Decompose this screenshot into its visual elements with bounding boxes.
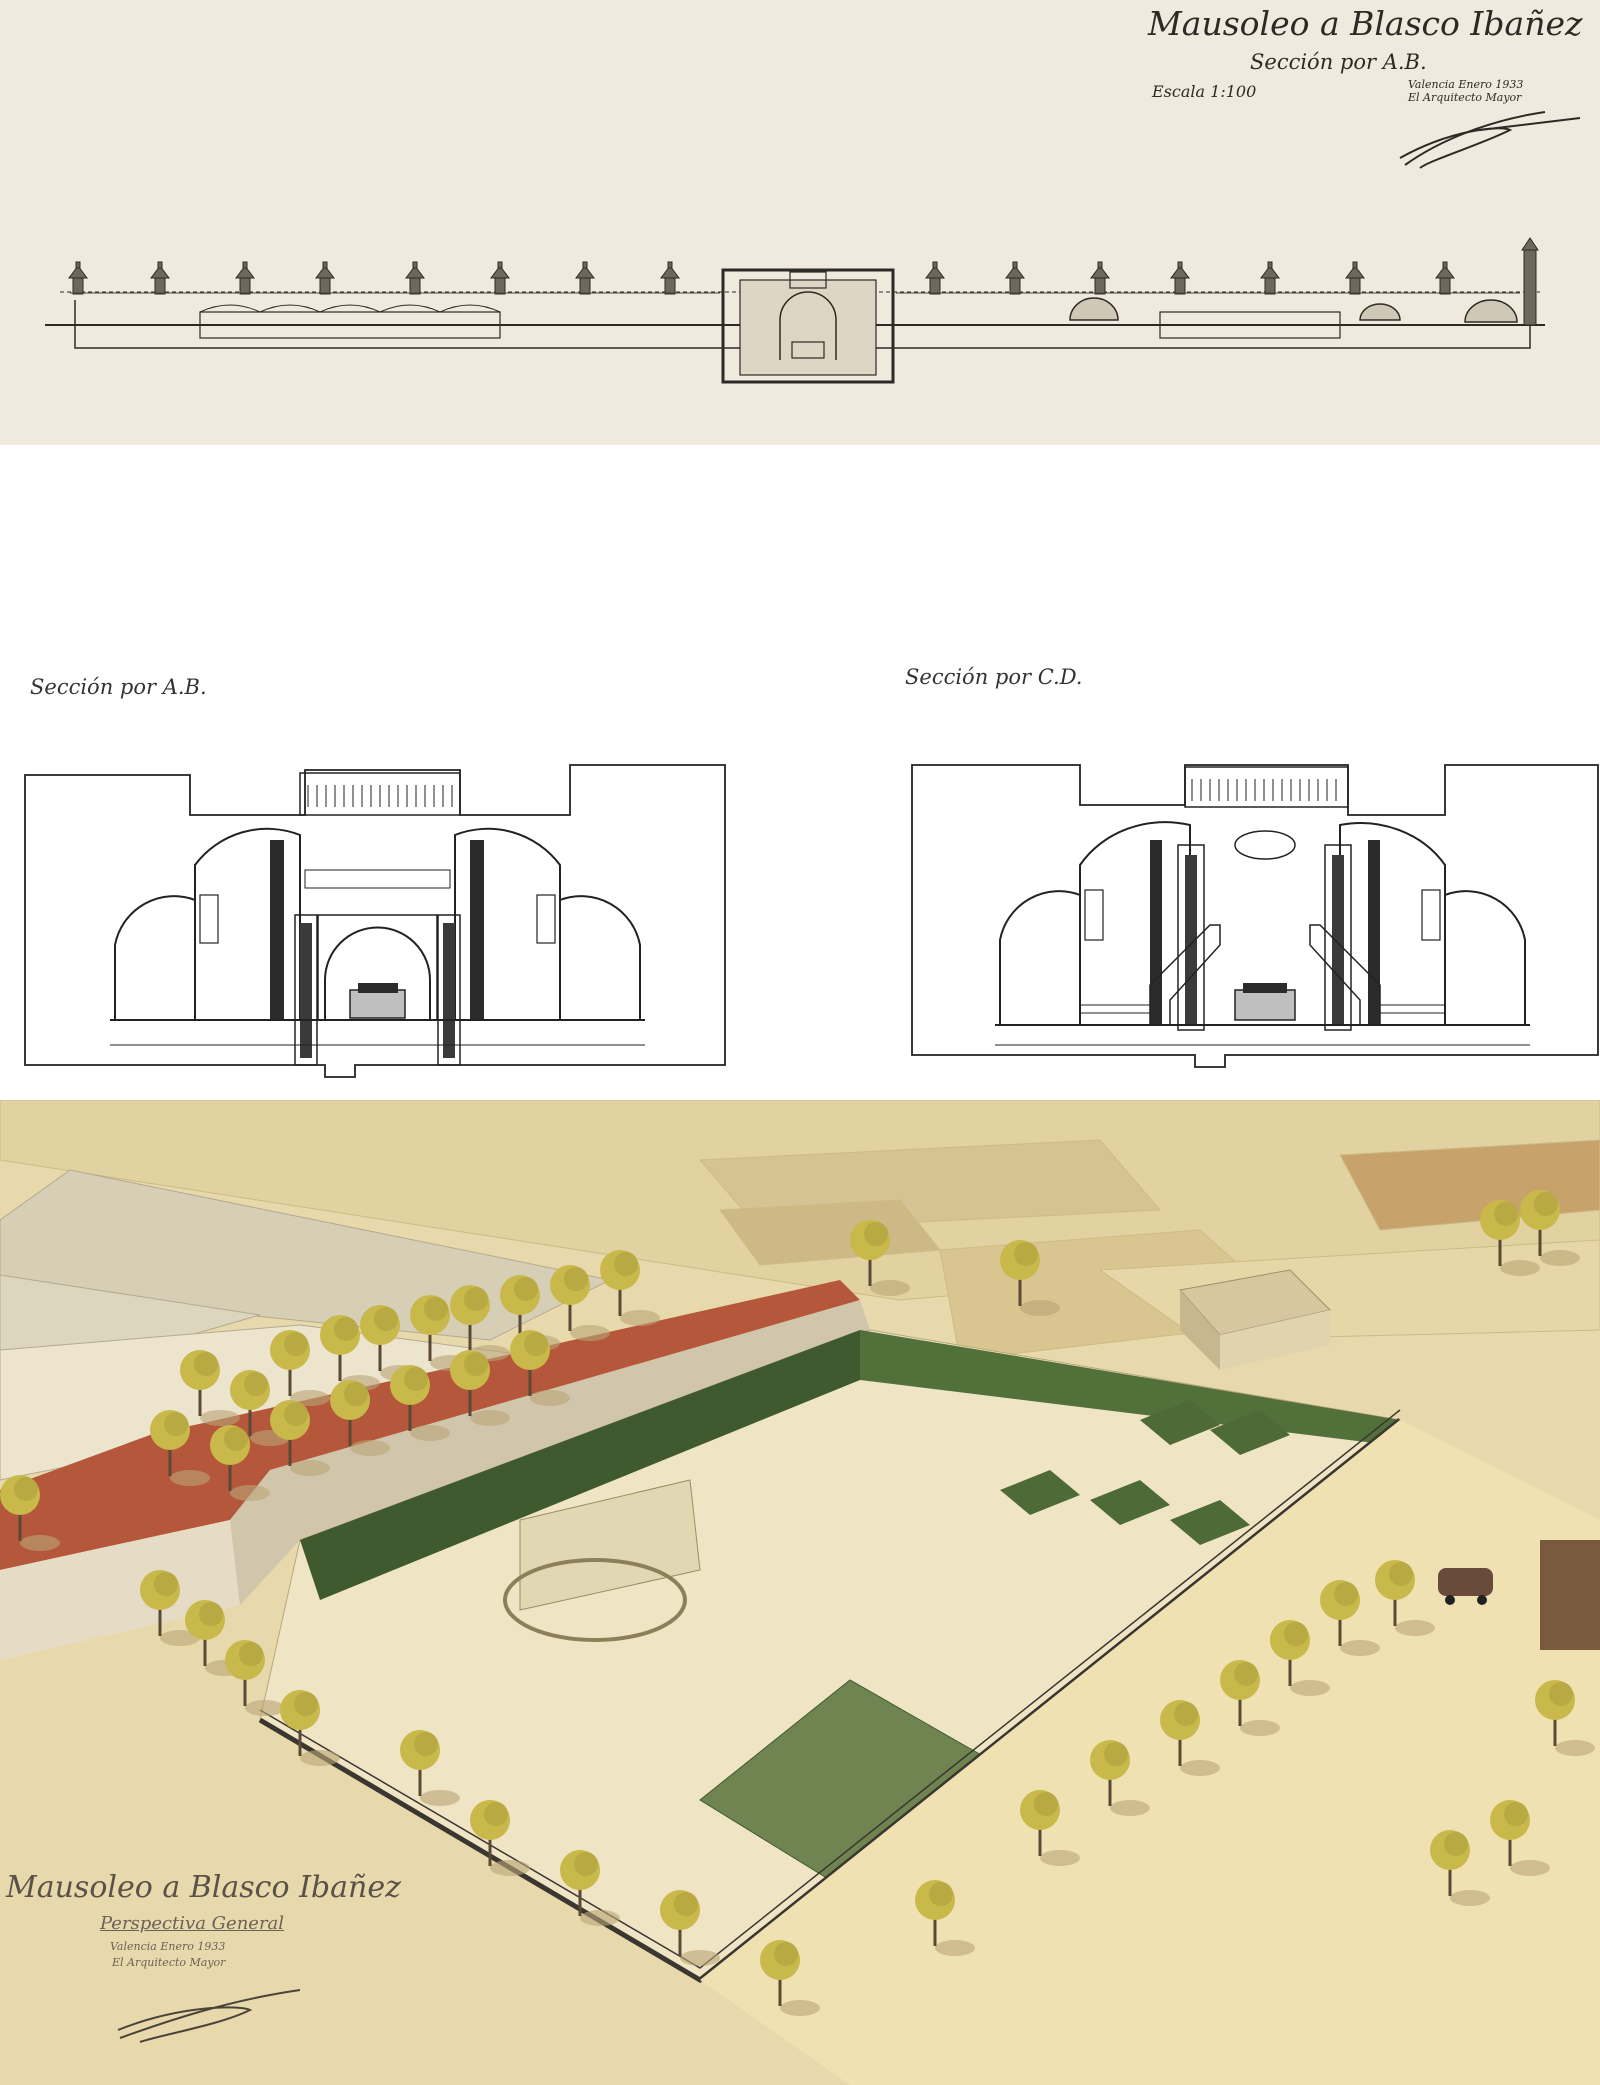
tree: [510, 1330, 570, 1406]
tree: [1220, 1660, 1280, 1736]
tree: [850, 1220, 910, 1296]
section-cd-drawing: [911, 764, 1599, 1068]
tree: [1375, 1560, 1435, 1636]
garden-platform: [259, 1329, 1402, 1981]
section-pillar: [1435, 261, 1455, 295]
section-pillar: [315, 261, 335, 295]
tree: [1490, 1800, 1550, 1876]
tree: [270, 1330, 330, 1406]
fields: [0, 1100, 1600, 1361]
perspective-subtitle: Perspectiva General: [100, 1913, 285, 1934]
tree: [1480, 1200, 1540, 1276]
section-pillar: [575, 261, 595, 295]
tree: [1320, 1580, 1380, 1656]
tree: [1000, 1240, 1060, 1316]
tree: [1430, 1830, 1490, 1906]
section-cd-label: Sección por C.D.: [905, 665, 1083, 689]
section-pillar: [490, 261, 510, 295]
tree: [400, 1730, 460, 1806]
cross-sections-panel: Sección por A.B. Sección por C.D.: [0, 445, 1600, 1100]
tree: [1160, 1700, 1220, 1776]
tree: [450, 1350, 510, 1426]
tree: [210, 1425, 270, 1501]
section-pillar: [68, 261, 88, 295]
longitudinal-section-drawing: [45, 111, 1581, 384]
longitudinal-section-panel: Mausoleo a Blasco Ibañez Sección por A.B…: [0, 0, 1600, 445]
tiled-roof: [0, 1280, 870, 1660]
top-subtitle: Sección por A.B.: [1250, 50, 1427, 74]
section-pillar: [1005, 261, 1025, 295]
top-title: Mausoleo a Blasco Ibañez: [1148, 4, 1583, 43]
tree: [1270, 1620, 1330, 1696]
tree: [0, 1475, 60, 1551]
section-pillar: [405, 261, 425, 295]
tree: [1535, 1680, 1595, 1756]
tree: [140, 1570, 200, 1646]
cross-sections-drawing: [24, 764, 1599, 1078]
tree: [1090, 1740, 1150, 1816]
balustrade-ab: [307, 785, 453, 807]
tree: [915, 1880, 975, 1956]
farmhouse: [1179, 1269, 1331, 1370]
tree: [560, 1850, 620, 1926]
signature-mark: [1399, 111, 1581, 169]
balustrade-cd: [1191, 779, 1337, 801]
perspective-panel: Mausoleo a Blasco Ibañez Perspectiva Gen…: [0, 1100, 1600, 2085]
trees: [0, 1190, 1595, 2016]
section-pillar: [925, 261, 945, 295]
tree: [600, 1250, 660, 1326]
section-pillar: [235, 261, 255, 295]
top-date-line2: El Arquitecto Mayor: [1408, 91, 1522, 104]
section-pillars: [68, 261, 1455, 295]
perspective-note-line1: Valencia Enero 1933: [110, 1940, 226, 1953]
perspective-title: Mausoleo a Blasco Ibañez: [6, 1870, 401, 1905]
section-tower: [1521, 237, 1539, 326]
top-date: Valencia Enero 1933 El Arquitecto Mayor: [1408, 78, 1528, 104]
tree: [470, 1800, 530, 1876]
section-pillar: [1090, 261, 1110, 295]
signature-mark: [117, 1989, 301, 2043]
tree: [330, 1380, 390, 1456]
tree: [225, 1640, 285, 1716]
tree: [760, 1940, 820, 2016]
tree: [550, 1265, 610, 1341]
top-date-line1: Valencia Enero 1933: [1408, 78, 1524, 91]
perspective-note-line2: El Arquitecto Mayor: [112, 1956, 226, 1969]
section-pillar: [1170, 261, 1190, 295]
section-pillar: [660, 261, 680, 295]
section-domes: [1069, 297, 1518, 323]
section-pillar: [150, 261, 170, 295]
tree: [1520, 1190, 1580, 1266]
perspective-drawing: [0, 1100, 1600, 2085]
tree: [280, 1690, 340, 1766]
tree: [180, 1350, 240, 1426]
tree: [150, 1410, 210, 1486]
tree: [390, 1365, 450, 1441]
central-crypt: [721, 268, 895, 384]
tree: [270, 1400, 330, 1476]
section-pillar: [1345, 261, 1365, 295]
section-pillar: [1260, 261, 1280, 295]
street: [700, 1420, 1600, 2085]
top-scale: Escala 1:100: [1152, 82, 1257, 101]
section-ab-label: Sección por A.B.: [30, 675, 207, 699]
tree: [660, 1890, 720, 1966]
tram-icon: [1540, 1540, 1600, 1650]
tree: [1020, 1790, 1080, 1866]
section-ab-drawing: [24, 764, 726, 1078]
car-icon: [1438, 1568, 1493, 1605]
